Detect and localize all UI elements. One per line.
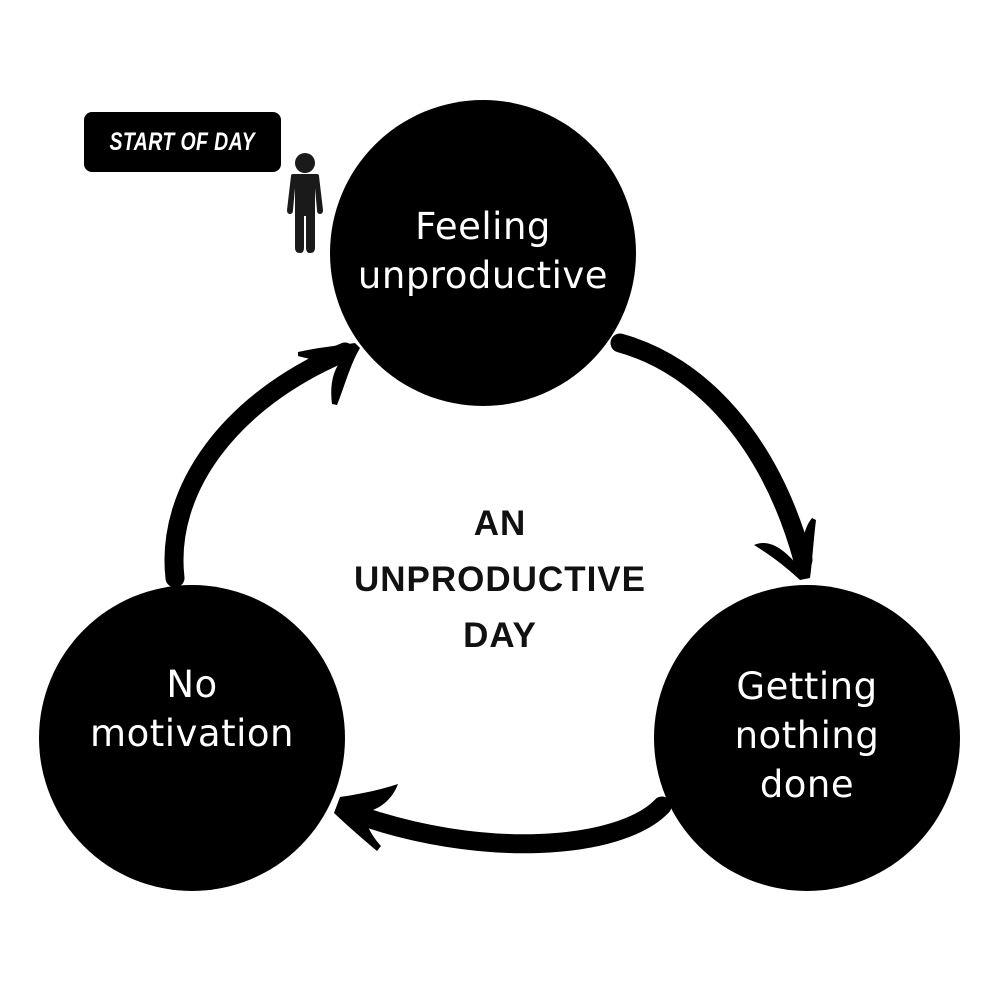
title-line: UNPRODUCTIVE (353, 560, 647, 599)
person-icon (287, 153, 323, 253)
node-label-line: nothing (734, 713, 880, 757)
start-of-day-badge: START OF DAY (84, 112, 281, 172)
node-feeling-unproductive: Feeling unproductive (330, 100, 636, 406)
start-of-day-label: START OF DAY (109, 127, 256, 156)
node-label-line: done (759, 762, 855, 806)
title-line: AN (473, 504, 527, 543)
diagram-title: AN UNPRODUCTIVE DAY (300, 496, 700, 664)
node-label-line: Getting (736, 664, 878, 708)
title-line: DAY (463, 616, 537, 655)
node-no-motivation: No motivation (39, 585, 345, 891)
curved-arrow-icon (610, 333, 816, 580)
curved-arrow-icon (164, 342, 360, 588)
node-label-line: Feeling (415, 205, 551, 248)
node-getting-nothing-done: Getting nothing done (654, 585, 960, 891)
node-label-line: motivation (90, 712, 294, 755)
node-label-line: No (166, 663, 218, 706)
node-label-line: unproductive (357, 254, 609, 297)
curved-arrow-icon (334, 784, 672, 854)
